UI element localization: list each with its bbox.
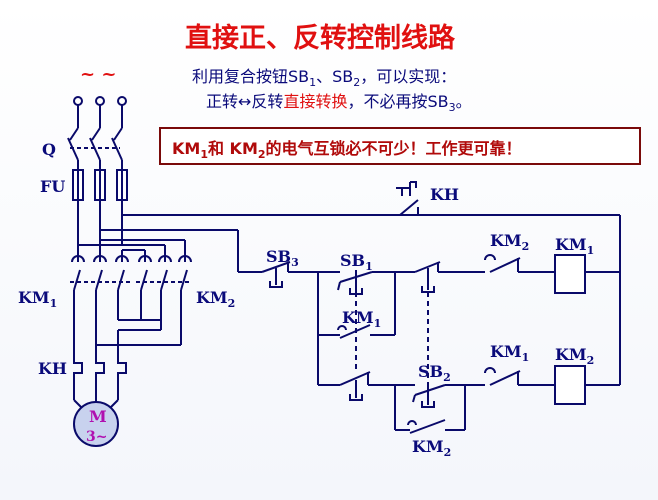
intro-line-2: 正转↔反转直接转换，不必再按SB3。: [206, 92, 472, 114]
label-q: Q: [42, 140, 56, 159]
breaker-q: [67, 127, 123, 161]
motor: [73, 401, 119, 447]
start-button-sb1: [337, 270, 373, 295]
label-fu: FU: [40, 177, 65, 196]
label-km1-hold: KM1: [342, 308, 381, 330]
terminal-l3: [117, 96, 127, 106]
control-circuit: KH SB3 SB1 K: [237, 181, 621, 459]
note-box: [159, 127, 641, 165]
label-km1-interlock: KM1: [490, 342, 529, 364]
stop-button-sb3: [261, 261, 291, 288]
interlock-note: KM1和 KM2的电气互锁必不可少！工作更可靠！: [172, 139, 522, 161]
label-kh-ctrl: KH: [430, 185, 459, 204]
km1-coil: [554, 254, 586, 294]
thermal-relay-kh: [73, 355, 127, 381]
kh-nc-contact: [390, 181, 430, 216]
intro-line-1: 利用复合按钮SB1、SB2，可以实现：: [192, 67, 456, 89]
fuses-fu: [72, 169, 128, 201]
start-button-sb2: [412, 384, 446, 408]
label-sb3: SB3: [266, 247, 299, 269]
label-sb1: SB1: [340, 251, 373, 273]
label-km2-coil: KM2: [555, 345, 594, 367]
label-km2-hold: KM2: [412, 437, 451, 459]
km2-holding-contact: [407, 419, 446, 434]
km1-interlock-contact: [484, 367, 521, 386]
label-km1-coil: KM1: [555, 235, 594, 257]
power-circuit: ~ ~ Q FU: [18, 64, 620, 447]
diagram-title: 直接正、反转控制线路: [185, 22, 456, 54]
sb1-nc-contact: [339, 371, 371, 401]
km1-main-contacts: [70, 245, 130, 291]
label-km2-main: KM2: [196, 288, 235, 310]
km2-coil: [554, 365, 586, 405]
label-sb2: SB2: [418, 362, 451, 384]
terminal-l2: [95, 96, 105, 106]
label-km2-interlock: KM2: [490, 231, 529, 253]
label-km1-main: KM1: [18, 288, 57, 310]
km2-main-contacts: [136, 240, 192, 291]
km2-interlock-contact: [484, 254, 521, 273]
motor-label-3phase: 3~: [86, 429, 107, 445]
motor-label-m: M: [89, 407, 107, 426]
sb2-nc-contact: [414, 261, 441, 293]
terminal-l1: [73, 96, 83, 106]
supply-symbol: ~ ~: [80, 64, 116, 85]
label-kh-main: KH: [38, 359, 67, 378]
